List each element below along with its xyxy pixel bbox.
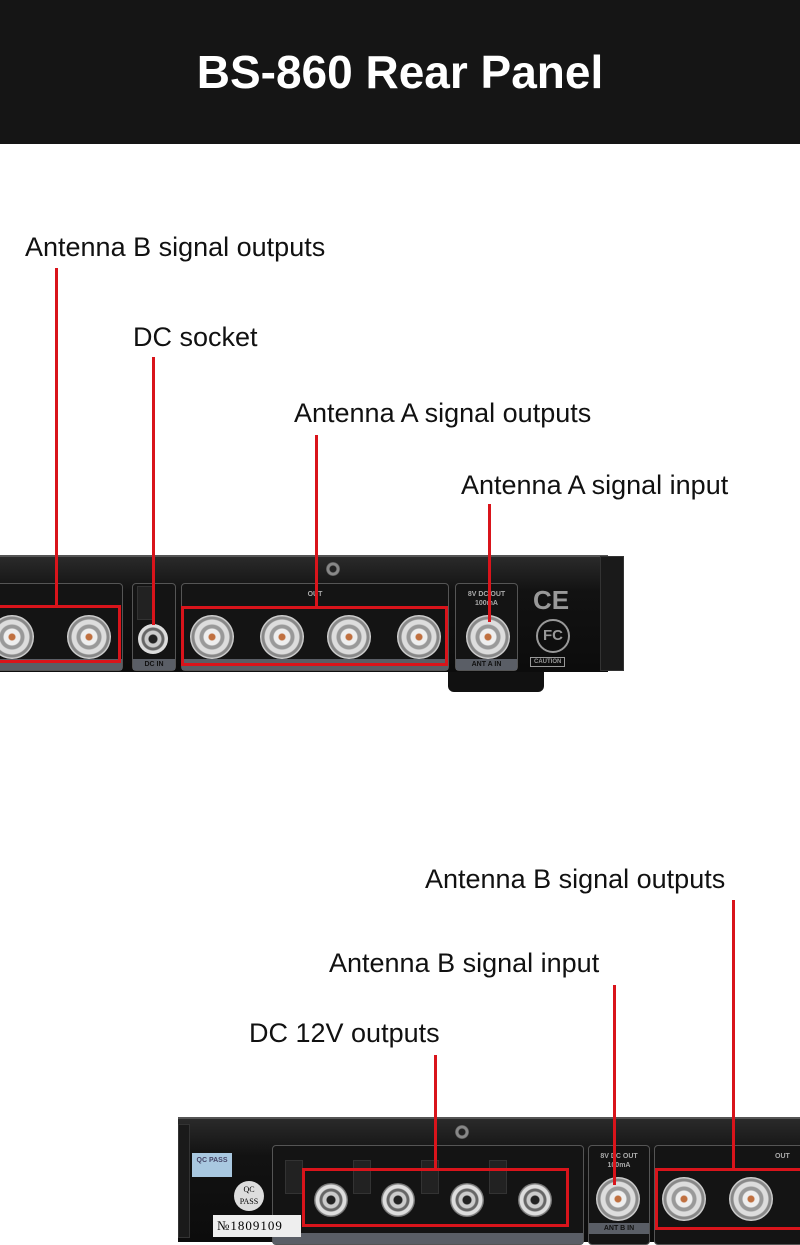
caution-label: CAUTION [530, 657, 566, 667]
callout-line [732, 900, 735, 1170]
dc-output-jack [381, 1183, 415, 1217]
dc-output-jack [450, 1183, 484, 1217]
pass-text: PASS [239, 1197, 259, 1206]
feet [448, 672, 544, 692]
highlight-box [181, 606, 448, 666]
dc-out-label: 8V DC OUT [467, 591, 506, 598]
bnc-connector [260, 615, 304, 659]
ant-b-in-label: ANT B IN [589, 1223, 649, 1234]
callout-antenna-a-input: Antenna A signal input [461, 470, 729, 500]
callout-antenna-b-outputs: Antenna B signal outputs [25, 232, 326, 262]
bnc-connector [397, 615, 441, 659]
callout-line [488, 504, 491, 622]
rack-ear [600, 556, 624, 671]
dc-in-label: DC IN [133, 659, 175, 670]
callout-line [434, 1055, 437, 1170]
dc-out-label: 8V DC OUT [600, 1153, 638, 1160]
current-label: 100mA [607, 1162, 631, 1169]
fc-mark: FC [536, 619, 570, 653]
bnc-connector [466, 615, 510, 659]
out-label: OUT [775, 1153, 790, 1160]
dc-output-jack [314, 1183, 348, 1217]
bottom-rear-panel: QC PASS QC PASS №1809109 8V DC OUT 100mA… [178, 1117, 800, 1245]
screw-icon [455, 1125, 469, 1139]
highlight-box [655, 1168, 800, 1230]
highlight-box [302, 1168, 569, 1227]
callout-antenna-a-outputs: Antenna A signal outputs [294, 398, 592, 428]
bnc-connector [327, 615, 371, 659]
cable-clip [285, 1160, 303, 1194]
callout-line [152, 357, 155, 625]
callout-line [613, 985, 616, 1185]
callout-line [315, 435, 318, 607]
bnc-connector [0, 615, 34, 659]
dc-socket [138, 624, 168, 654]
callout-antenna-b-input: Antenna B signal input [329, 948, 600, 978]
qc-sticker: QC PASS [192, 1153, 232, 1177]
bnc-connector [729, 1177, 773, 1221]
serial-label: №1809109 [213, 1215, 301, 1237]
ce-mark: CE [533, 585, 570, 615]
screw-icon [326, 562, 340, 576]
page-title: BS-860 Rear Panel [196, 46, 604, 98]
bnc-connector [662, 1177, 706, 1221]
bnc-connector [596, 1177, 640, 1221]
callout-antenna-b-outputs: Antenna B signal outputs [425, 864, 726, 894]
top-rear-panel: DC IN OUT 8V DC OUT 100mA ANT A IN CE FC… [0, 555, 608, 672]
callout-dc-socket: DC socket [133, 322, 258, 352]
dc-output-jack [518, 1183, 552, 1217]
qc-pass-seal: QC PASS [234, 1181, 264, 1211]
ant-a-in-label: ANT A IN [456, 659, 517, 670]
callout-dc-12v-outputs: DC 12V outputs [249, 1018, 440, 1048]
callout-line [55, 268, 58, 606]
bnc-connector [67, 615, 111, 659]
highlight-box [0, 605, 121, 663]
header-banner: BS-860 Rear Panel [0, 0, 800, 144]
rack-ear [178, 1124, 190, 1238]
current-label: 100mA [475, 600, 498, 607]
bnc-connector [190, 615, 234, 659]
qc-text: QC [243, 1185, 255, 1194]
